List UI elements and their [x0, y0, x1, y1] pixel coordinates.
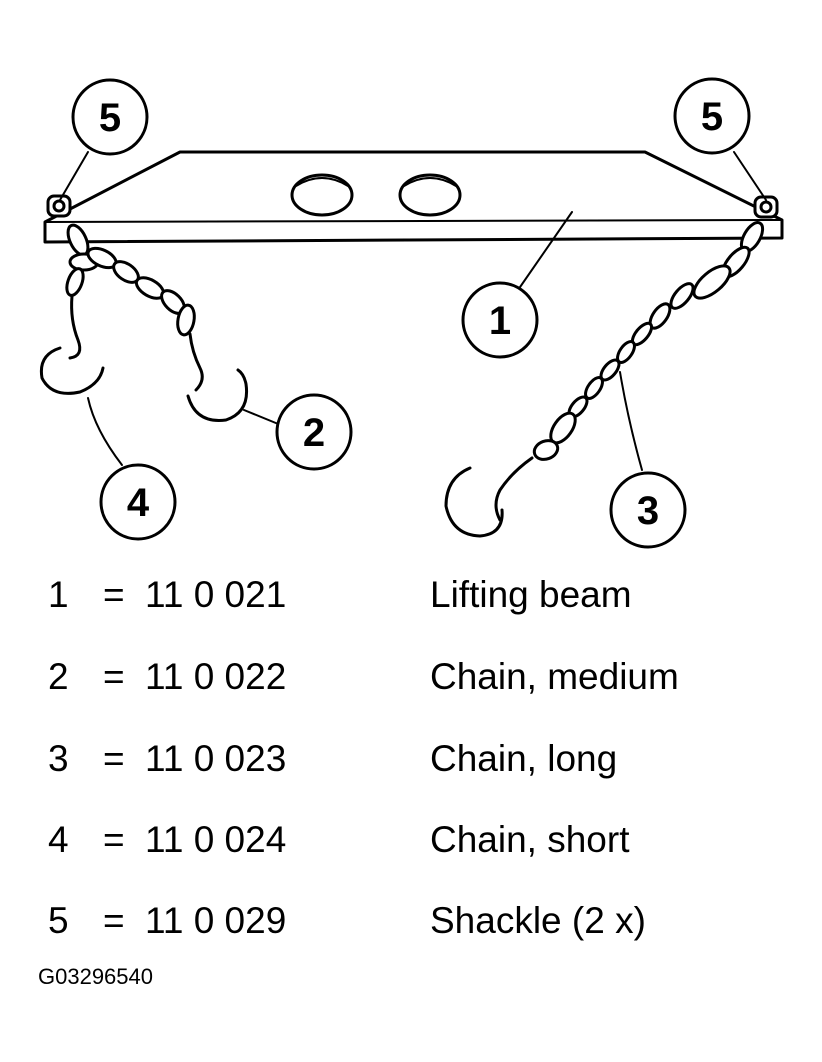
- legend-part-number: 11 0 029: [145, 900, 287, 941]
- legend-description: Chain, short: [430, 819, 630, 860]
- callout-circle-4: [99, 463, 177, 541]
- figure-id: G03296540: [38, 964, 153, 989]
- callout-circle-1: [461, 281, 539, 359]
- legend-row-5: 5 = 11 0 029 Shackle (2 x): [0, 896, 822, 946]
- legend-description: Chain, long: [430, 738, 618, 779]
- legend-part-number: 11 0 023: [145, 738, 287, 779]
- legend-row-1: 1 = 11 0 021 Lifting beam: [0, 570, 822, 620]
- legend-number: 5: [48, 900, 69, 941]
- legend-description: Shackle (2 x): [430, 900, 646, 941]
- callout-4: 4: [127, 481, 150, 525]
- beam-hole-right: [398, 173, 462, 217]
- legend-equals: =: [103, 656, 125, 697]
- legend-number: 4: [48, 819, 69, 860]
- callout-circle-5b: [673, 77, 751, 155]
- chain-long: [444, 221, 765, 538]
- shackle-left: [46, 194, 72, 218]
- chain-short: [39, 223, 105, 395]
- callout-3: 3: [637, 489, 659, 533]
- legend-part-number: 11 0 022: [145, 656, 287, 697]
- callout-2: 2: [303, 411, 325, 455]
- legend-row-2: 2 = 11 0 022 Chain, medium: [0, 652, 822, 702]
- beam-hole-left: [290, 173, 354, 217]
- callout-5b: 5: [701, 95, 723, 139]
- chain-medium: [86, 246, 249, 422]
- callout-5a: 5: [99, 96, 121, 140]
- legend-part-number: 11 0 021: [145, 574, 287, 615]
- lifting-beam: [43, 150, 784, 244]
- lifting-tool-illustration: 5 5 1 2 4 3: [39, 77, 784, 549]
- legend-equals: =: [103, 738, 125, 779]
- callout-circle-2: [275, 393, 353, 471]
- legend-equals: =: [103, 819, 125, 860]
- legend-number: 3: [48, 738, 69, 779]
- legend-row-4: 4 = 11 0 024 Chain, short: [0, 815, 822, 865]
- legend-equals: =: [103, 574, 125, 615]
- legend-row-3: 3 = 11 0 023 Chain, long: [0, 734, 822, 784]
- callout-1: 1: [489, 299, 511, 343]
- legend-part-number: 11 0 024: [145, 819, 287, 860]
- shackle-right: [753, 195, 779, 219]
- legend-equals: =: [103, 900, 125, 941]
- callout-circle-5a: [71, 78, 149, 156]
- callout-circle-3: [609, 471, 687, 549]
- legend-number: 2: [48, 656, 69, 697]
- legend-description: Lifting beam: [430, 574, 632, 615]
- legend-description: Chain, medium: [430, 656, 679, 697]
- legend-number: 1: [48, 574, 69, 615]
